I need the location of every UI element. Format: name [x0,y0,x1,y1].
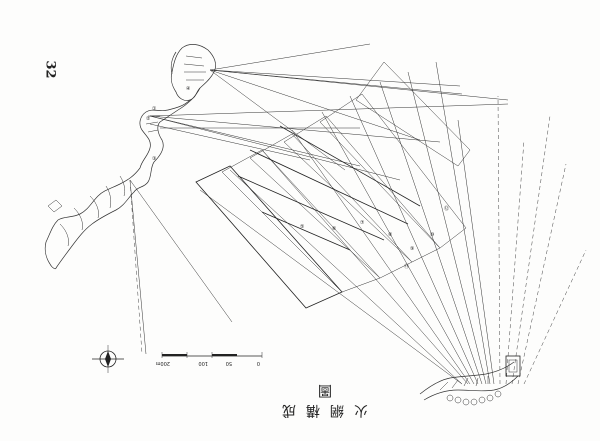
northwest-fire-lines [129,43,509,355]
northwest-coastline [44,44,216,270]
emplacement-mark: ③ [152,156,156,162]
emplacement-mark: ⑦ [360,220,365,226]
scale-tick-100: 100 [198,360,208,366]
scale-tick-200m: 200m [155,360,170,366]
emplacement-markers: ① ② ③ ④ ⑤ ⑥ ⑦ ⑧ ⑨ ⑩ ⑪ ⑫ [146,86,449,270]
emplacement-mark: ⑩ [430,232,435,238]
scale-tick-0: 0 [257,360,260,366]
emplacement-mark: ② [146,116,151,122]
southeast-battery [419,355,521,406]
emplacement-mark: ④ [186,86,191,92]
emplacement-mark: ⑧ [388,232,393,238]
emplacement-mark: ⑫ [444,205,449,212]
southeast-fire-lines [199,61,587,385]
range-zones [195,61,471,309]
scale-tick-50: 50 [226,360,232,366]
emplacement-mark: ⑨ [410,246,414,252]
emplacement-mark: ⑤ [300,224,304,230]
compass-icon [92,345,124,373]
emplacement-mark: ⑥ [332,226,337,232]
plan-title: 火網構成圖 [272,382,368,418]
scale-bar: 0 50 100 200m [155,352,263,366]
emplacement-mark: ① [152,106,157,112]
emplacement-mark: ⑪ [404,263,409,270]
